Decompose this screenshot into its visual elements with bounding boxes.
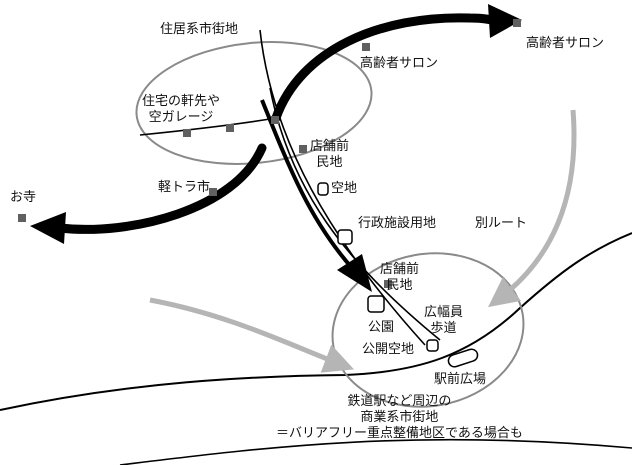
label-store-front-upper: 店舗前 民地	[310, 139, 350, 170]
arrow-head-station	[337, 254, 372, 292]
label-alternate-route: 別ルート	[475, 216, 528, 231]
marker-senior-salon-small	[362, 43, 370, 51]
marker-home-2	[226, 124, 234, 132]
marker-admin-facility	[337, 229, 353, 245]
marker-light-truck-market	[209, 188, 217, 196]
marker-senior-salon-large	[513, 19, 521, 27]
main-street-left	[259, 29, 426, 346]
label-temple: お寺	[10, 190, 37, 205]
railway-line	[0, 232, 632, 411]
lower-curve	[119, 438, 632, 465]
marker-park	[367, 295, 385, 313]
arrow-head-temple	[30, 212, 66, 244]
marker-store-front-upper	[299, 145, 307, 153]
residential-street	[139, 117, 277, 136]
marker-home-1	[183, 129, 191, 137]
main-street-right	[269, 87, 441, 341]
marker-store-front-lower	[384, 280, 392, 288]
label-store-front-lower: 店舗前 民地	[380, 262, 420, 293]
label-residential-area: 住居系市街地	[160, 22, 239, 37]
arrow-head-senior-salon	[488, 4, 522, 38]
marker-public-vacant-lot	[426, 339, 439, 352]
label-vacant-lot: 空地	[331, 181, 358, 196]
marker-station-plaza	[447, 348, 479, 368]
arrow-to-temple	[55, 143, 267, 234]
marker-temple	[18, 214, 26, 222]
label-wide-sidewalk: 広幅員 歩道	[424, 305, 464, 336]
residential-area-ellipse	[135, 41, 373, 165]
label-station-plaza: 駅前広場	[434, 372, 487, 387]
marker-vacant-lot	[317, 182, 329, 196]
marker-home-3	[271, 116, 279, 124]
label-senior-salon-large: 高齢者サロン	[526, 36, 605, 51]
label-public-vacant-lot: 公開空地	[362, 342, 415, 357]
label-commercial-area-note: 鉄道駅など周辺の 商業系市街地 ＝バリアフリー重点整備地区である場合も	[276, 394, 523, 441]
label-light-truck-market: 軽トラ市	[158, 180, 211, 195]
alternate-route-arrow	[488, 109, 577, 308]
arrow-to-senior-salon	[271, 13, 505, 123]
label-home-eaves-garage: 住宅の軒先や 空ガレージ	[142, 94, 221, 125]
lower-gray-arrow	[149, 297, 355, 373]
label-admin-facility-land: 行政施設用地	[358, 216, 437, 231]
label-senior-salon-small: 高齢者サロン	[360, 56, 439, 71]
label-park: 公園	[368, 320, 395, 335]
arrow-to-station	[260, 99, 354, 270]
